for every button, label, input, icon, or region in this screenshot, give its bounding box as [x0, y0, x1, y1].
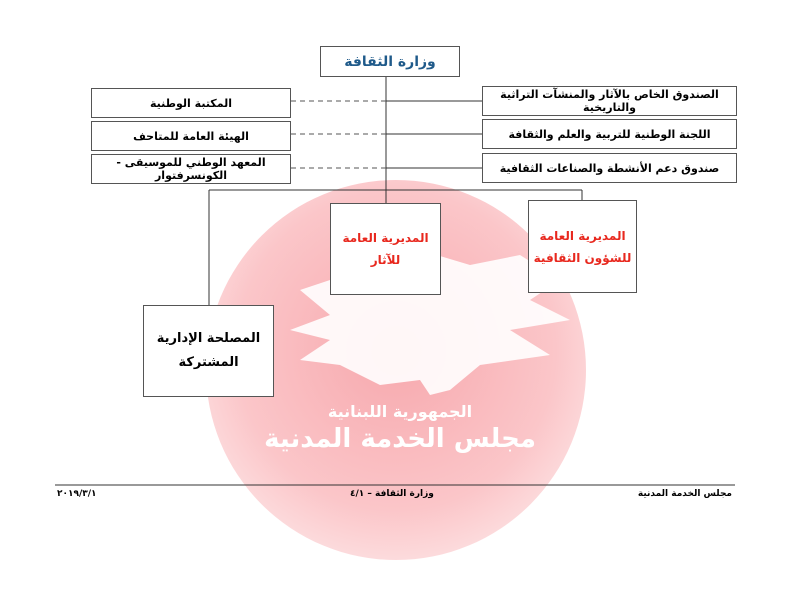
cultural-affairs-line-1: المديرية العامة	[539, 228, 626, 243]
left-box-3-label: المعهد الوطني للموسيقى - الكونسرفتوار	[116, 156, 266, 182]
footer-right-text: مجلس الخدمة المدنية	[637, 489, 732, 499]
right-box-3: صندوق دعم الأنشطة والصناعات الثقافية	[482, 153, 737, 183]
footer-center: وزارة الثقافة – ٤/١	[350, 489, 434, 499]
footer-left: ٢٠١٩/٣/١	[57, 489, 97, 499]
left-box-1: المكتبة الوطنية	[91, 88, 291, 118]
shared-admin-line-1: المصلحة الإدارية	[156, 331, 261, 346]
cultural-affairs-line-2: للشؤون الثقافية	[533, 250, 632, 265]
right-box-1: الصندوق الخاص بالآثار والمنشآت التراثية …	[482, 86, 737, 116]
right-box-2-label: اللجنة الوطنية للتربية والعلم والثقافة	[508, 127, 711, 141]
right-box-3-label: صندوق دعم الأنشطة والصناعات الثقافية	[499, 161, 720, 175]
left-box-1-label: المكتبة الوطنية	[150, 96, 232, 110]
ministry-box: وزارة الثقافة	[320, 46, 460, 77]
right-box-1-label: الصندوق الخاص بالآثار والمنشآت التراثية …	[500, 88, 719, 114]
left-box-2: الهيئة العامة للمتاحف	[91, 121, 291, 151]
footer-left-text: ٢٠١٩/٣/١	[57, 489, 97, 499]
left-box-2-label: الهيئة العامة للمتاحف	[133, 129, 249, 143]
cultural-affairs-directorate-box: المديرية العامة للشؤون الثقافية	[528, 200, 637, 293]
left-box-3: المعهد الوطني للموسيقى - الكونسرفتوار	[91, 154, 291, 184]
watermark-line1: الجمهورية اللبنانية	[328, 402, 472, 421]
shared-admin-box: المصلحة الإدارية المشتركة	[143, 305, 274, 397]
right-box-2: اللجنة الوطنية للتربية والعلم والثقافة	[482, 119, 737, 149]
footer-right: مجلس الخدمة المدنية	[638, 489, 732, 499]
footer-center-text: وزارة الثقافة – ٤/١	[350, 489, 434, 499]
ministry-label: وزارة الثقافة	[344, 53, 436, 70]
shared-admin-line-2: المشتركة	[178, 355, 239, 370]
antiquities-line-1: المديرية العامة	[342, 231, 429, 245]
antiquities-line-2: للآثار	[370, 253, 401, 267]
antiquities-directorate-box: المديرية العامة للآثار	[330, 203, 441, 295]
watermark-line2: مجلس الخدمة المدنية	[264, 424, 536, 454]
